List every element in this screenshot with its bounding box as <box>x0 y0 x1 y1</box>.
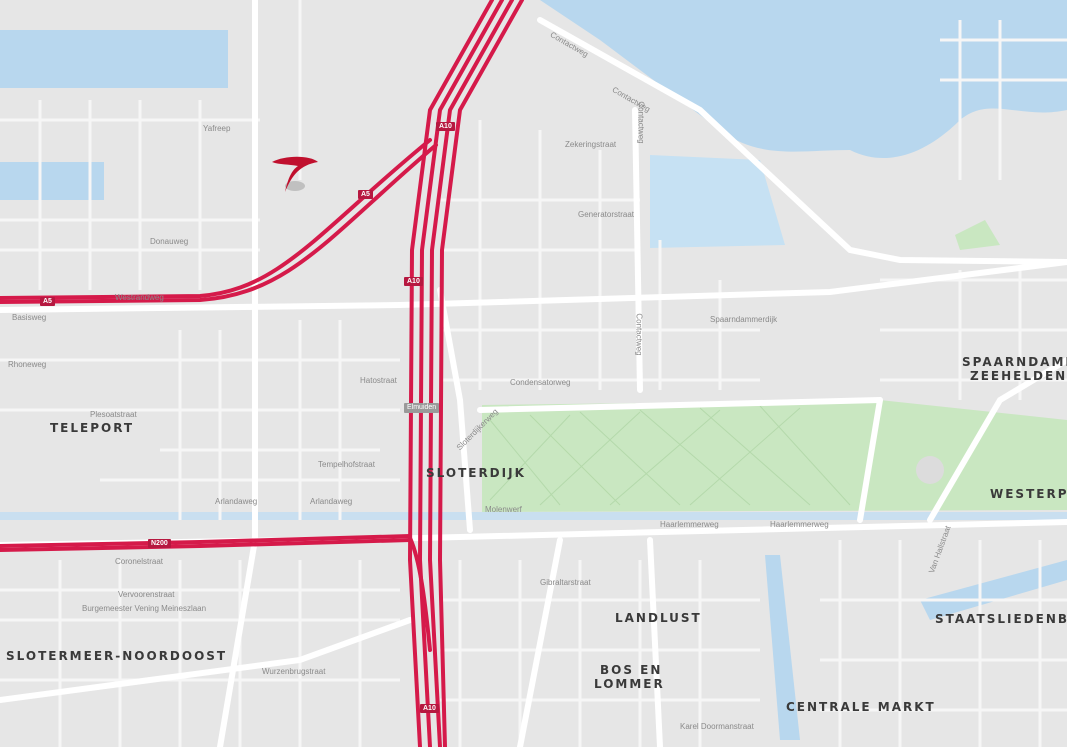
area-spaarndammer-line2: ZEEHELDENB <box>970 369 1067 383</box>
street-zekeringstraat: Zekeringstraat <box>565 140 617 149</box>
area-teleport: TELEPORT <box>50 421 135 435</box>
park-circle <box>916 456 944 484</box>
water-dock-north <box>0 30 228 88</box>
water-ij <box>540 0 1067 159</box>
street-haarlemmerweg-2: Haarlemmerweg <box>770 520 829 529</box>
street-karel: Karel Doormanstraat <box>680 722 754 731</box>
highway-a10-a <box>407 0 494 747</box>
shield-a10-south: A10 <box>420 704 439 713</box>
logo-mark <box>272 156 318 192</box>
exit-label: Elmuiden <box>404 403 440 413</box>
water-pond <box>650 155 785 248</box>
highway-a5-south <box>0 143 438 304</box>
road-contactweg <box>537 17 1067 265</box>
street-plesoatstraat: Plesoatstraat <box>90 410 137 419</box>
highway-n200-b <box>0 538 412 552</box>
highway-a5-north <box>0 138 432 300</box>
street-generatorstraat: Generatorstraat <box>578 210 635 219</box>
park-layer <box>482 220 1067 512</box>
street-burgemeester: Burgemeester Vening Meineszlaan <box>82 604 207 613</box>
area-slotermeer: SLOTERMEER-NOORDOOST <box>6 649 228 663</box>
water-dock-west <box>0 162 104 200</box>
canal-east <box>920 560 1067 620</box>
area-bos-line2: LOMMER <box>594 677 665 691</box>
highway-layer <box>0 0 524 747</box>
highway-a10-d <box>437 0 524 747</box>
area-westerp: WESTERP <box>990 487 1067 501</box>
road-park-east <box>857 397 883 523</box>
street-arlandaweg-2: Arlandaweg <box>310 497 353 506</box>
street-basisweg: Basisweg <box>12 313 47 322</box>
road-contactweg-vert <box>632 107 643 393</box>
road-sloterdijkerweg <box>477 397 883 413</box>
highway-n200-a <box>0 534 412 548</box>
road-northeast <box>927 357 1067 523</box>
area-landlust: LANDLUST <box>615 611 702 625</box>
area-staatslieden: STAATSLIEDENBU <box>935 612 1067 626</box>
highway-ramp <box>408 536 432 652</box>
shield-a5-west: A5 <box>40 297 55 306</box>
street-tempelhofstraat: Tempelhofstraat <box>318 460 375 469</box>
park-paths <box>489 405 851 506</box>
shield-a10-mid: A10 <box>404 277 423 286</box>
street-haarlemmerweg-1: Haarlemmerweg <box>660 520 719 529</box>
park-small <box>955 220 1000 250</box>
highway-a10-c <box>427 0 514 747</box>
area-bos-line1: BOS EN <box>600 663 663 677</box>
street-contactweg-4: Contactweg <box>634 313 644 356</box>
road-sloterdijk <box>437 287 473 533</box>
canal-south <box>765 555 800 740</box>
westerpark <box>482 400 1067 512</box>
area-centrale-markt: CENTRALE MARKT <box>786 700 936 714</box>
canal-haarlemmer <box>0 512 1067 520</box>
street-gibraltarstraat: Gibraltarstraat <box>540 578 591 587</box>
highway-a10-b <box>417 0 504 747</box>
shield-a5-ne: A5 <box>358 190 373 199</box>
road-south-1 <box>647 537 663 747</box>
street-vervoorenstraat: Vervoorenstraat <box>118 590 175 599</box>
shield-a10-north: A10 <box>436 122 455 131</box>
shield-n200: N200 <box>148 539 171 548</box>
area-spaarndammer-line1: SPAARNDAMM <box>962 355 1067 369</box>
street-molenwerf: Molenwerf <box>485 505 522 514</box>
road-southwest <box>0 617 413 703</box>
street-arlandaweg-1: Arlandaweg <box>215 497 258 506</box>
street-condensatorweg: Condensatorweg <box>510 378 571 387</box>
street-wurzenbrugstraat: Wurzenbrugstraat <box>262 667 326 676</box>
street-westrandweg: Westrandweg <box>115 293 164 302</box>
street-rhoneweg: Rhoneweg <box>8 360 47 369</box>
street-contactweg-3: Contactweg <box>636 101 646 144</box>
street-hatostraat: Hatostraat <box>360 376 397 385</box>
area-sloterdijk: SLOTERDIJK <box>426 466 526 480</box>
road-south-2 <box>517 537 563 747</box>
street-donauweg: Donauweg <box>150 237 189 246</box>
street-coronelstraat: Coronelstraat <box>115 557 164 566</box>
street-yafreep: Yafreep <box>203 124 231 133</box>
road-basisweg <box>0 259 1067 313</box>
street-spaarndammerdijk: Spaarndammerdijk <box>710 315 778 324</box>
